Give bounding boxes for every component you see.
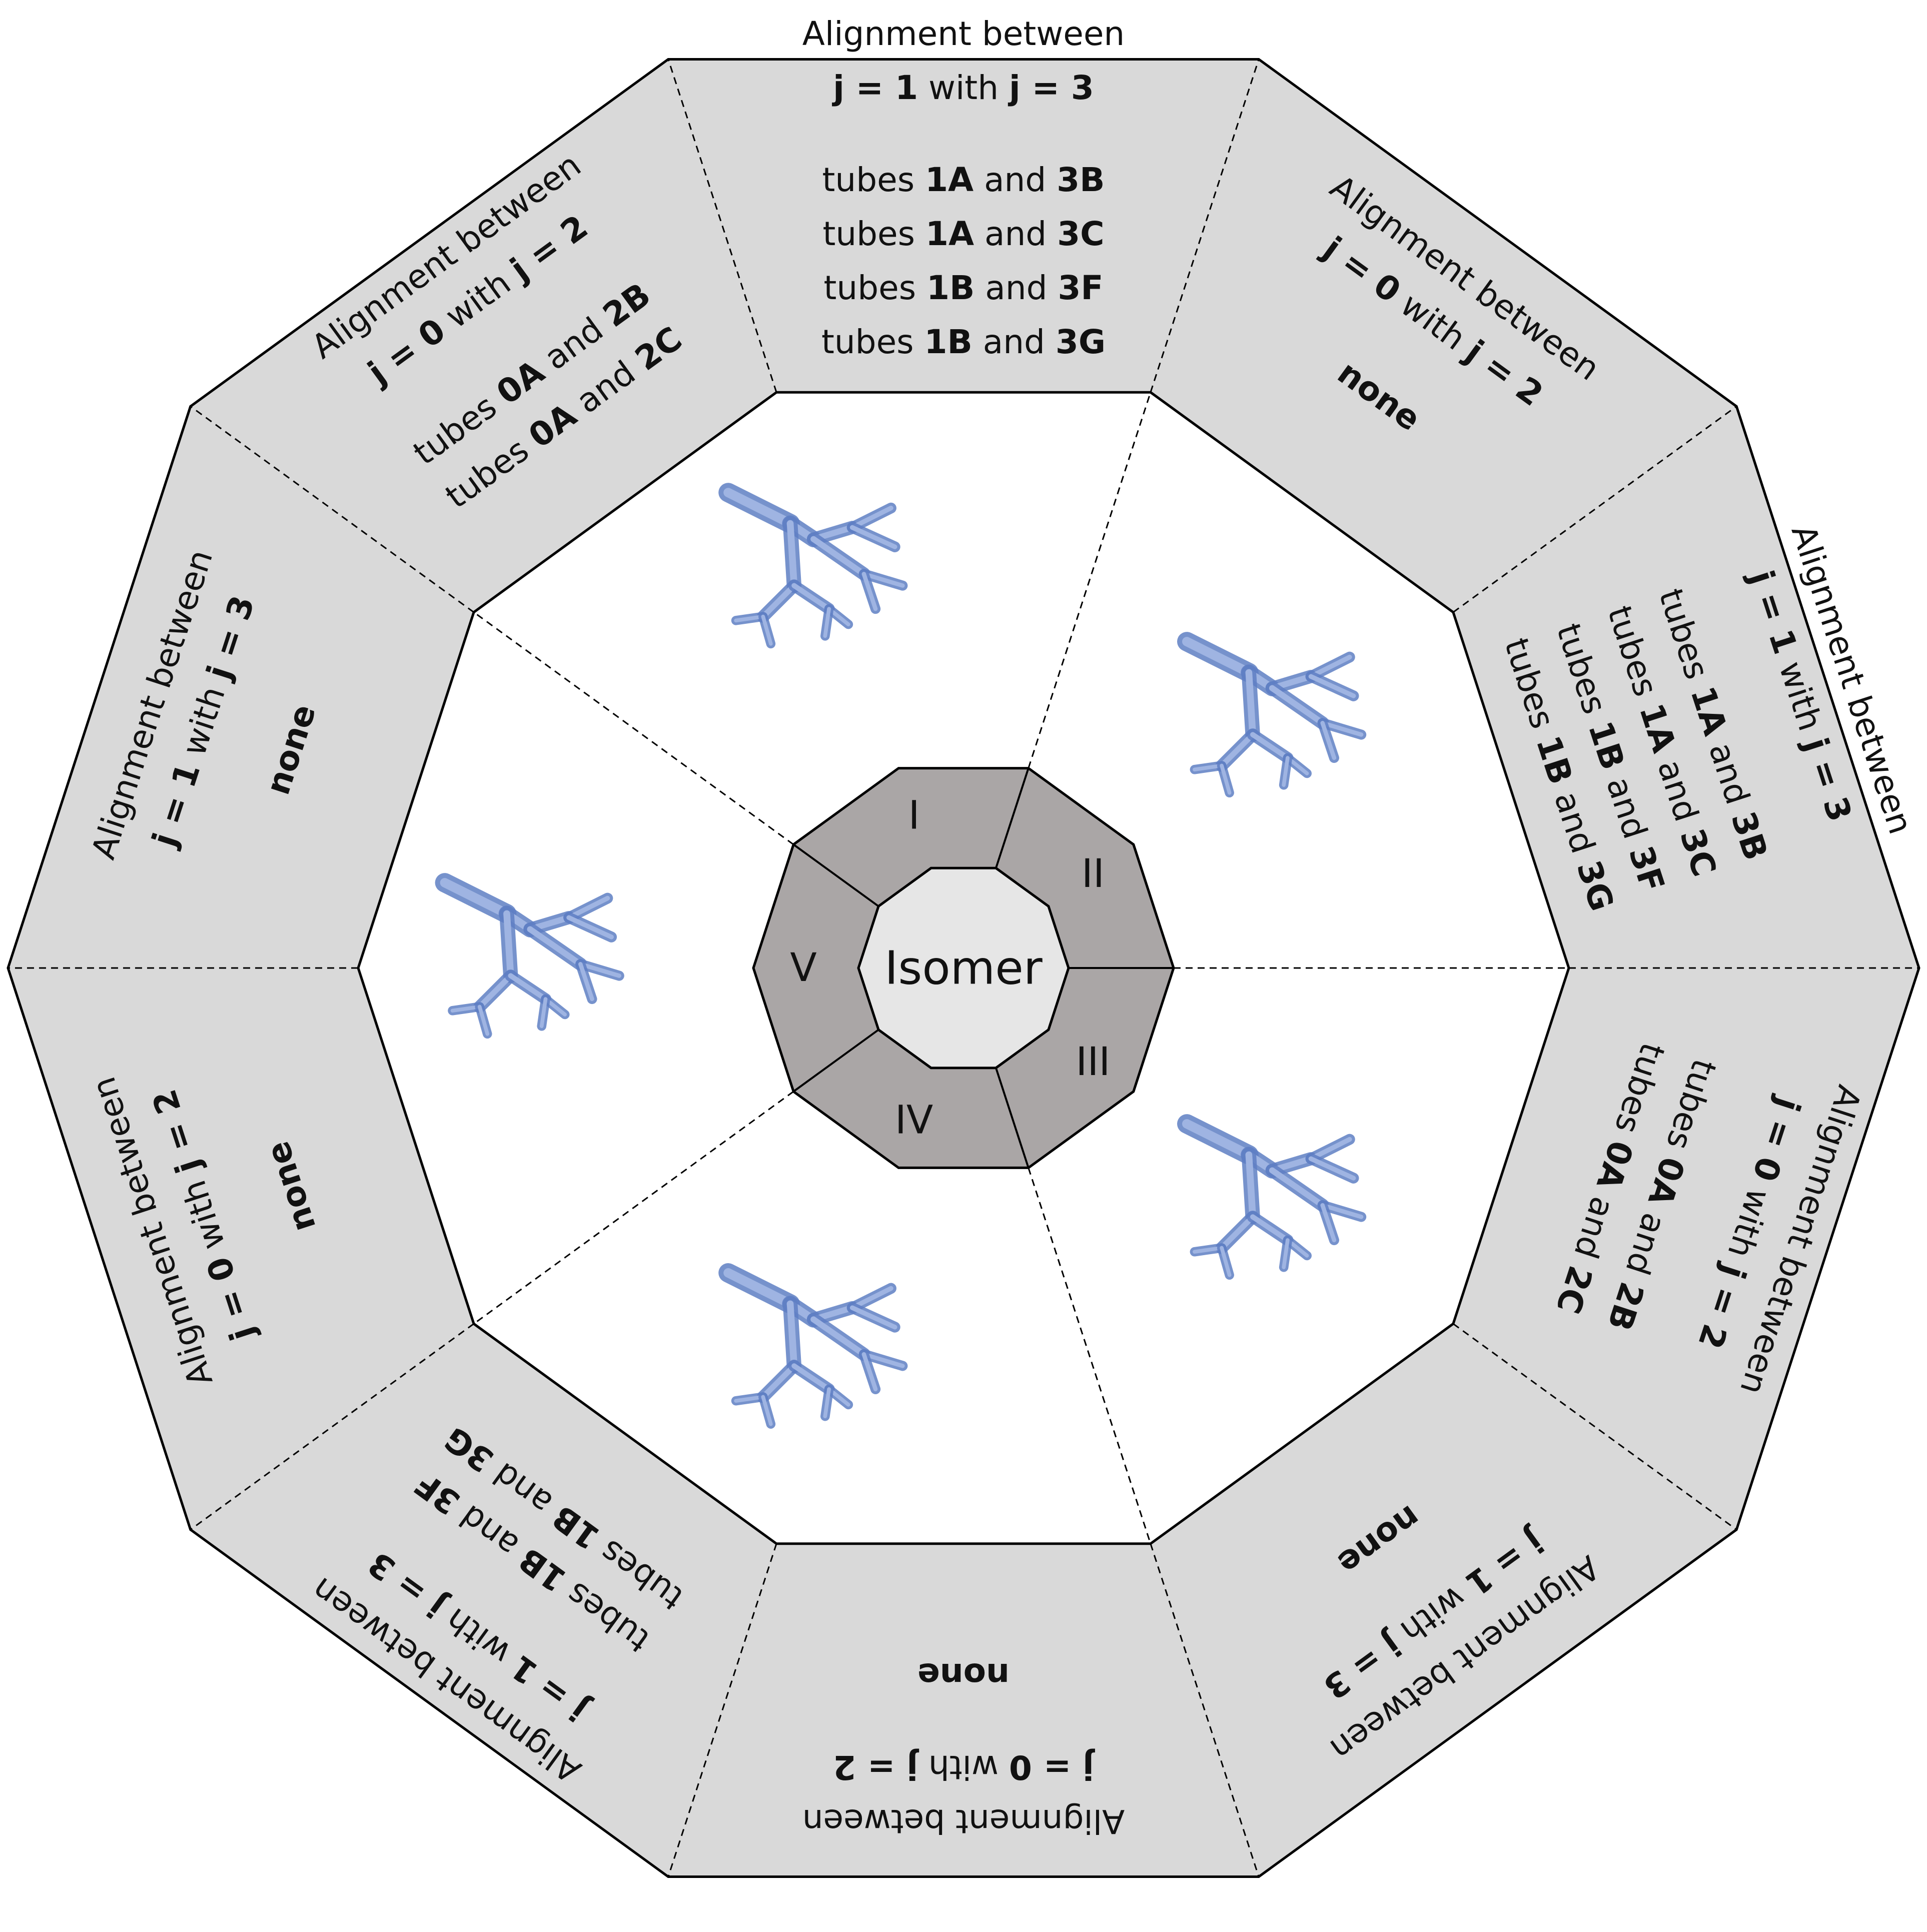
middle-divider: [473, 1091, 794, 1325]
outer-divider: [1453, 406, 1737, 613]
outer-divider: [1150, 1543, 1260, 1877]
sector-divider: [793, 843, 879, 907]
outer-ring-dividers: [8, 59, 1919, 1877]
sector-label-ii: II: [1082, 851, 1105, 896]
middle-divider: [1028, 1167, 1152, 1544]
outer-divider: [1150, 59, 1260, 393]
segment-none: none: [917, 1656, 1010, 1695]
outer-divider: [190, 406, 474, 613]
sector-label-v: V: [790, 945, 816, 991]
sector-label-iv: IV: [895, 1098, 933, 1143]
segment-rule: j = 0 with j = 2: [833, 1748, 1096, 1786]
sector-ring-dividers: [793, 767, 1174, 1169]
segment-title: Alignment between: [802, 15, 1125, 53]
airway-tree-4-icon: [718, 1263, 908, 1429]
outer-segment-1: Alignment between j = 1 with j = 3 tubes 1…: [802, 15, 1125, 361]
sector-divider: [995, 767, 1030, 868]
outer-divider: [667, 59, 777, 393]
sector-label-i: I: [908, 793, 920, 838]
airway-tree-3-icon: [1177, 1114, 1367, 1280]
segment-tube-pair: tubes 1A and 3B: [822, 160, 1105, 199]
airway-tree-2-icon: [1177, 632, 1367, 798]
outer-divider: [190, 1323, 474, 1530]
center-label: Isomer: [884, 941, 1043, 995]
outer-segment-6: Alignment between j = 0 with j = 2 none: [802, 1656, 1125, 1841]
middle-ring-dividers: [473, 392, 1569, 1544]
airway-tree-1-icon: [718, 483, 908, 649]
sector-divider: [995, 1068, 1030, 1169]
segment-rule: j = 1 with j = 3: [831, 69, 1094, 107]
airway-trees: [435, 483, 1367, 1429]
outer-divider: [667, 1543, 777, 1877]
middle-divider: [473, 611, 794, 845]
segment-tube-pair: tubes 1A and 3C: [822, 214, 1104, 253]
center-hub: [857, 866, 1070, 1070]
segment-tube-pair: tubes 1B and 3G: [821, 322, 1106, 361]
segment-title: Alignment between: [802, 1802, 1125, 1840]
segment-tube-pair: tubes 1B and 3F: [824, 268, 1104, 307]
sector-divider: [793, 1029, 879, 1093]
sector-label-iii: III: [1076, 1040, 1110, 1085]
middle-divider: [1028, 392, 1152, 769]
outer-divider: [1453, 1323, 1737, 1530]
airway-tree-5-icon: [435, 873, 624, 1039]
